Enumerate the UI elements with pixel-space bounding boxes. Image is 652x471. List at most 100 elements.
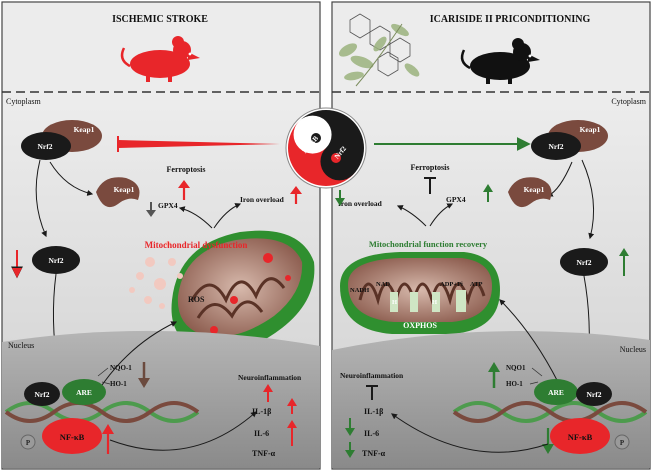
left-arrow-to-cytokines (109, 411, 257, 451)
right-are-label: ARE (548, 388, 564, 397)
left-nqo1-down-head (138, 378, 150, 388)
right-arrow-nrf2-release (581, 159, 595, 240)
right-iron-down-head (335, 198, 345, 206)
left-are (62, 379, 106, 405)
right-nqo1-label: NQO1 (506, 364, 526, 372)
left-panel: ISCHEMIC STROKE Cytoplasm Keap1 Nrf2 Kea… (1, 1, 321, 470)
left-ho1-leader (101, 381, 111, 385)
right-h1-label: H (392, 299, 397, 306)
right-phospho-label: P (620, 439, 625, 447)
left-inhibit-wedge (118, 140, 280, 148)
right-panel: ICARISIDE II PRICONDITIONING (331, 1, 651, 470)
right-keap1-free-label: Keap1 (524, 185, 545, 194)
left-nfkb-up-head (102, 424, 114, 434)
left-nqo1-leader (97, 367, 109, 377)
left-il1b-label: IL-1β (252, 407, 271, 416)
left-phospho (20, 434, 36, 450)
left-nrf2-nuclear (24, 382, 60, 406)
left-title: ISCHEMIC STROKE (112, 14, 208, 25)
left-neuro-up-head (263, 384, 273, 392)
left-keap1-bound-label: Keap1 (74, 125, 95, 134)
right-keap1-free (508, 177, 552, 208)
left-iron-up-head (290, 186, 302, 194)
left-keap1-free (96, 177, 140, 208)
left-nfkb-label: NF-κB (60, 432, 85, 442)
right-ho1-label: HO-1 (506, 380, 523, 388)
right-arrow-to-mito (499, 299, 561, 387)
left-phospho-label: P (26, 439, 31, 447)
right-gpx4-label: GPX4 (446, 195, 466, 204)
right-arrow-to-gpx4 (429, 203, 454, 227)
right-atp-label: ATP (470, 281, 483, 288)
left-neuroinflammation-label: Neuroinflammation (238, 373, 302, 382)
right-cytoplasm-label: Cytoplasm (611, 97, 646, 106)
left-arrow-to-gpx4 (178, 206, 213, 229)
left-il6-label: IL-6 (254, 429, 269, 438)
right-nrf2-free (560, 248, 608, 276)
left-il6-up-head (287, 420, 297, 428)
left-are-label: ARE (76, 388, 92, 397)
red-mouse-icon (120, 36, 200, 82)
left-arrow-keap1-release (49, 161, 94, 196)
right-il1b-down-head (345, 428, 355, 436)
right-nad-label: NAD (376, 281, 390, 288)
left-keap1-free-label: Keap1 (114, 185, 135, 194)
right-nadh-label: NADH (350, 287, 369, 294)
left-nrf2-free (32, 246, 80, 274)
right-ferroptosis-label: Ferroptosis (411, 163, 450, 172)
left-mito-debris (129, 241, 183, 309)
left-nrf2-bound (21, 132, 71, 160)
right-keap1-bound-label: Keap1 (580, 125, 601, 134)
right-il6-down-head (345, 450, 355, 458)
left-il1b-up-head (287, 398, 297, 406)
left-arrow-to-mito (99, 321, 178, 389)
left-nrf2-bound-label: Nrf2 (38, 142, 53, 151)
left-ho1-label: HO-1 (110, 380, 127, 388)
right-iron-label: Iron overload (338, 199, 383, 208)
left-nrf2-down-head (12, 268, 22, 278)
right-h2-label: H (432, 299, 437, 306)
left-iron-label: Iron overload (240, 195, 285, 204)
left-nfkb (42, 418, 102, 454)
left-ros-label: ROS (188, 295, 205, 304)
left-ferroptosis-label: Ferroptosis (167, 165, 206, 174)
right-phospho (614, 434, 630, 450)
black-mouse-icon (460, 38, 540, 84)
right-nrf2-nuclear-label: Nrf2 (587, 390, 602, 399)
right-title: ICARISIDE II PRICONDITIONING (430, 14, 591, 25)
left-arrow-to-iron (213, 203, 242, 229)
right-il1b-label: IL-1β (364, 407, 383, 416)
left-nrf2-nuclear-label: Nrf2 (35, 390, 50, 399)
right-neuroinflammation-label: Neuroinflammation (340, 371, 404, 380)
right-nfkb-label: NF-κB (568, 432, 593, 442)
right-mito-label: Mitochondrial function recovery (369, 239, 488, 249)
left-gpx4-label: GPX4 (158, 201, 178, 210)
right-arrow-to-cytokines (391, 413, 549, 453)
plant-molecule-icon (338, 13, 420, 87)
right-nrf2-free-label: Nrf2 (577, 258, 592, 267)
left-mito-label: Mitochondrial dysfunction (145, 240, 248, 250)
left-arrow-nrf2-release (35, 159, 47, 238)
right-dna-helix (452, 401, 648, 423)
right-nfkb-down-head (542, 444, 554, 454)
right-nrf2-bound-label: Nrf2 (549, 142, 564, 151)
right-nqo1-leader (531, 367, 543, 377)
right-tnfa-label: TNF-α (362, 449, 386, 458)
yin-yang-symbol (285, 107, 367, 189)
right-gpx4-up-head (483, 184, 493, 192)
right-il6-label: IL-6 (364, 429, 379, 438)
right-nqo1-up-head (488, 362, 500, 372)
left-tnfa-label: TNF-α (252, 449, 276, 458)
left-ferroptosis-up-head (178, 180, 190, 188)
left-nrf2-free-label: Nrf2 (49, 256, 64, 265)
right-adp-label: ADP+Pi (440, 281, 463, 288)
left-cytoplasm-label: Cytoplasm (6, 97, 41, 106)
right-nrf2-bound (531, 132, 581, 160)
right-nrf2-nuclear (576, 382, 612, 406)
left-gpx4-down-head (146, 210, 156, 217)
left-nqo1-label: NQO-1 (110, 364, 132, 372)
right-nfkb (550, 418, 610, 454)
right-nrf2-up-head (619, 248, 629, 256)
left-nucleus-label: Nucleus (8, 341, 34, 350)
